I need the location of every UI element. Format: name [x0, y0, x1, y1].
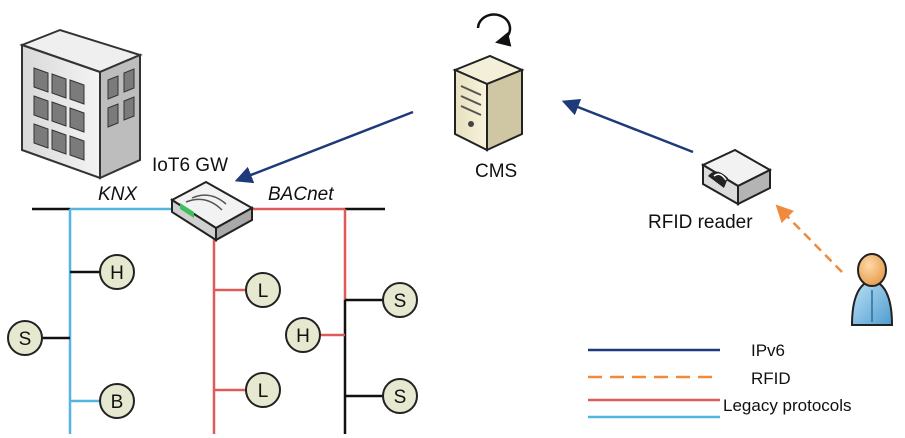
- knx-node-h: H: [99, 254, 135, 290]
- knx-bus: [32, 207, 185, 434]
- bacnet-node-s-bottom: S: [382, 378, 418, 414]
- knx-label: KNX: [98, 184, 138, 205]
- svg-text:S: S: [394, 387, 407, 408]
- svg-text:L: L: [258, 281, 269, 302]
- ipv6-arrow-reader-to-cms: [561, 98, 694, 154]
- ipv6-arrow-cms-to-gw: [234, 110, 414, 184]
- refresh-arrow-icon: [476, 13, 512, 47]
- server-icon: [452, 54, 525, 152]
- bacnet-bus: [212, 207, 385, 434]
- svg-text:H: H: [110, 263, 124, 284]
- bacnet-node-s-top: S: [382, 282, 418, 318]
- rfid-arrow-person-to-reader: [775, 204, 843, 273]
- knx-node-s: S: [7, 320, 43, 356]
- knx-node-b: B: [99, 383, 135, 419]
- svg-text:S: S: [394, 291, 407, 312]
- building-icon: [19, 28, 143, 180]
- svg-text:L: L: [258, 381, 269, 402]
- person-icon: [850, 253, 894, 326]
- gateway-label: IoT6 GW: [152, 155, 228, 176]
- cms-label: CMS: [475, 161, 517, 182]
- svg-text:B: B: [111, 392, 124, 413]
- bacnet-node-h: H: [285, 317, 321, 353]
- rfid-reader-label: RFID reader: [648, 212, 753, 233]
- legend: IPv6 RFID Legacy protocols: [588, 341, 852, 419]
- svg-text:H: H: [296, 326, 310, 347]
- legend-label-legacy: Legacy protocols: [723, 396, 852, 415]
- bacnet-label: BACnet: [268, 184, 334, 205]
- rfid-reader-icon: [700, 148, 773, 206]
- legend-label-rfid: RFID: [751, 369, 791, 388]
- svg-text:S: S: [19, 329, 32, 350]
- bacnet-node-l-bottom: L: [245, 372, 281, 408]
- router-icon: [170, 180, 255, 242]
- bacnet-node-l-top: L: [245, 272, 281, 308]
- legend-label-ipv6: IPv6: [751, 341, 785, 360]
